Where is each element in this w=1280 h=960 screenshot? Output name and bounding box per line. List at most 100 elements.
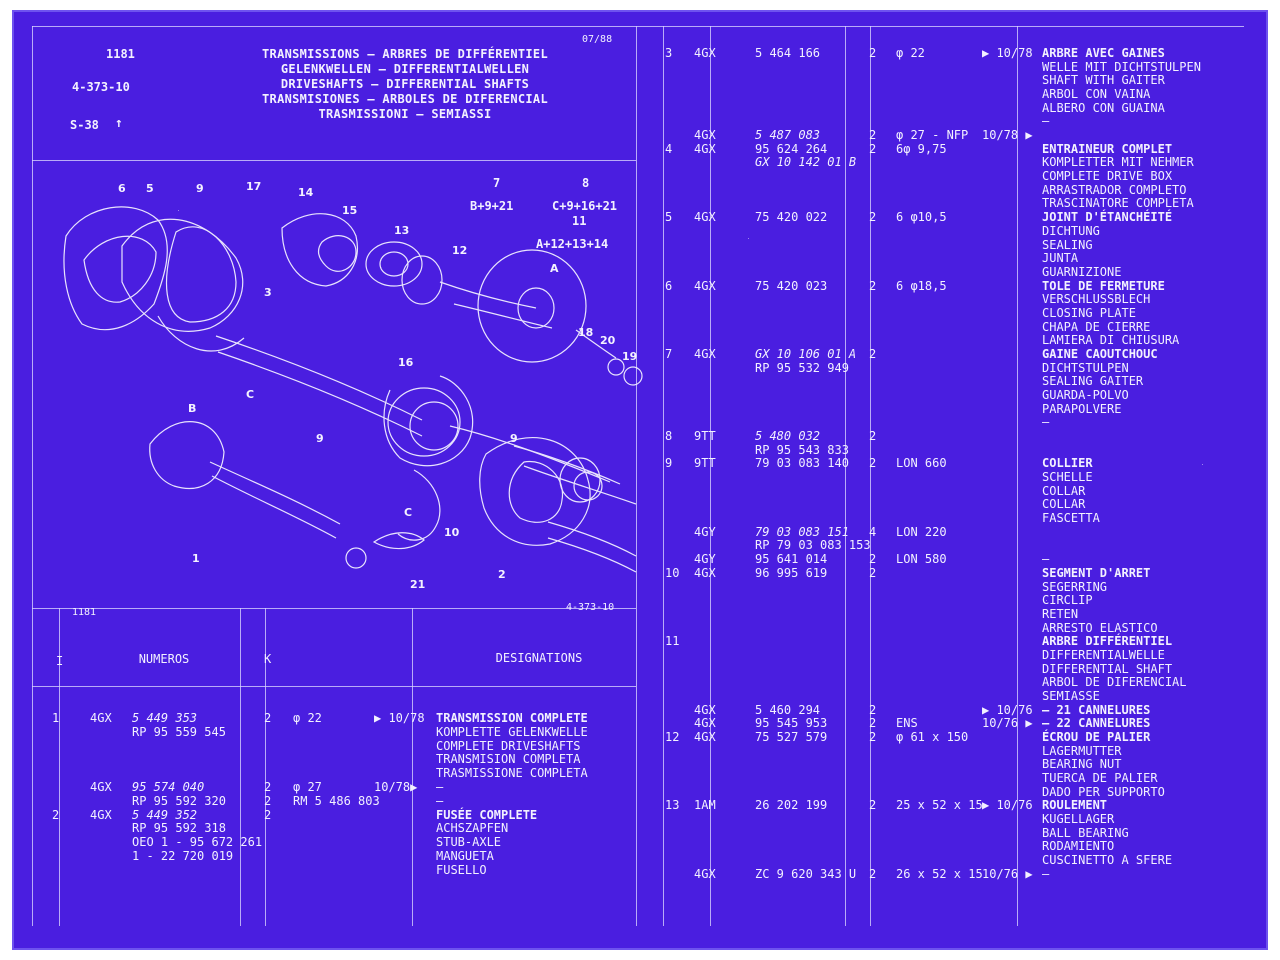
part-designation: GUARDA-POLVO xyxy=(1042,388,1129,402)
part-prefix: 4GY xyxy=(694,524,716,539)
part-designation: TUERCA DE PALIER xyxy=(1042,771,1158,786)
row-index: 13 xyxy=(665,798,680,813)
part-prefix: 4GX xyxy=(90,807,112,822)
part-quantity: 2 xyxy=(869,798,877,813)
row-index: 2 xyxy=(52,807,60,822)
part-designation: VERSCHLUSSBLECH xyxy=(1042,292,1151,307)
part-designation: FUSÉE COMPLETE xyxy=(436,807,538,822)
part-designation: SEGMENT D'ARRET xyxy=(1042,565,1151,580)
part-designation: GAINE CAOUTCHOUC xyxy=(1042,346,1158,361)
part-designation: ACHSZAPFEN xyxy=(436,821,509,836)
part-designation: RODAMIENTO xyxy=(1042,839,1115,854)
part-designation: – 21 CANNELURES xyxy=(1042,702,1151,717)
part-designation: ÉCROU DE PALIER xyxy=(1042,730,1151,744)
row-index: 1 xyxy=(52,711,60,725)
title-fr: TRANSMISSIONS – ARBRES DE DIFFÉRENTIEL xyxy=(262,47,548,61)
part-number: GX 10 142 01 B xyxy=(755,155,857,170)
part-designation: COLLIER xyxy=(1042,456,1093,471)
part-prefix: 4GY xyxy=(694,552,716,567)
part-designation: LAGERMUTTER xyxy=(1042,743,1122,758)
part-spec: LON 580 xyxy=(896,552,947,567)
diagram-callout-21: 21 xyxy=(410,578,425,591)
revision-date: 07/88 xyxy=(582,34,613,45)
diagram-callout-B: B xyxy=(188,402,196,415)
film-speckle xyxy=(1202,464,1203,465)
row-index: 8 xyxy=(665,429,673,444)
part-designation: ENTRAINEUR COMPLET xyxy=(1042,141,1173,156)
part-designation: TOLE DE FERMETURE xyxy=(1042,278,1165,293)
part-number: 75 420 023 xyxy=(755,278,828,293)
part-prefix: 4GX xyxy=(694,278,716,293)
part-number: 95 641 014 xyxy=(755,552,828,567)
part-spec: RM 5 486 803 xyxy=(293,793,380,808)
part-designation: PARAPOLVERE xyxy=(1042,401,1122,416)
part-prefix: 4GX xyxy=(694,46,716,60)
part-designation: KUGELLAGER xyxy=(1042,812,1115,827)
part-quantity: 2 xyxy=(869,429,877,444)
part-designation: TRASCINATORE COMPLETA xyxy=(1042,196,1194,211)
part-date: 10/76 ▶ xyxy=(982,716,1033,731)
film-speckle xyxy=(1046,600,1047,601)
part-number: RP 95 532 949 xyxy=(755,360,849,375)
part-number: 95 545 953 xyxy=(755,716,828,731)
part-designation: CHAPA DE CIERRE xyxy=(1042,319,1151,334)
part-designation: – xyxy=(1042,552,1050,567)
part-spec: 6φ 9,75 xyxy=(896,141,947,156)
row-index: 11 xyxy=(665,634,680,649)
part-quantity: 2 xyxy=(264,780,272,794)
part-quantity: 2 xyxy=(869,278,877,293)
part-designation: CUSCINETTO A SFERE xyxy=(1042,853,1173,868)
part-quantity: 2 xyxy=(869,346,877,361)
diagram-callout-10: 10 xyxy=(444,526,460,539)
part-quantity: 2 xyxy=(869,141,877,156)
part-number: 5 460 294 xyxy=(755,702,821,717)
row-index: 6 xyxy=(665,278,673,293)
part-designation: FASCETTA xyxy=(1042,511,1100,526)
part-prefix: 4GX xyxy=(694,141,716,156)
part-number: 26 202 199 xyxy=(755,798,828,813)
part-number: 96 995 619 xyxy=(755,565,828,580)
part-prefix: 4GX xyxy=(694,565,716,580)
part-number: RP 95 592 318 xyxy=(132,821,226,836)
diagram-callout-9: 9 xyxy=(196,182,204,195)
part-number: 5 449 353 xyxy=(132,711,198,725)
part-date: ▶ 10/76 xyxy=(982,798,1033,813)
part-date: ▶ 10/76 xyxy=(982,702,1033,717)
part-spec: LON 660 xyxy=(896,456,947,471)
part-date: 10/78▶ xyxy=(374,780,418,794)
part-designation: DADO PER SUPPORTO xyxy=(1042,784,1165,799)
part-designation: ROULEMENT xyxy=(1042,798,1108,813)
part-spec: LON 220 xyxy=(896,524,947,539)
part-designation: TRANSMISSION COMPLETE xyxy=(436,711,588,725)
part-designation: COLLAR xyxy=(1042,497,1086,512)
part-quantity: 2 xyxy=(869,866,877,881)
part-designation: KOMPLETTE GELENKWELLE xyxy=(436,724,588,739)
sheet-number: S-38 xyxy=(70,118,99,132)
part-quantity: 4 xyxy=(869,524,877,539)
diagram-callout-6: 6 xyxy=(118,182,126,195)
part-designation: WELLE MIT DICHTSTULPEN xyxy=(1042,59,1201,74)
diagram-callout-A: A xyxy=(550,262,559,275)
group-8-number: 8 xyxy=(582,176,590,190)
part-prefix: 4GX xyxy=(694,128,716,143)
part-designation: COMPLETE DRIVESHAFTS xyxy=(436,738,581,753)
sheet-frame xyxy=(32,26,1258,940)
part-number: RP 95 592 320 xyxy=(132,793,226,808)
part-spec: φ 61 x 150 xyxy=(896,730,969,744)
catalog-sheet: 1181 4-373-10 S-38 ↑ 07/88 TRANSMISSIONS… xyxy=(12,10,1268,950)
part-prefix: 4GX xyxy=(90,711,112,725)
diagram-callout-18: 18 xyxy=(578,326,593,339)
group-11-number: 11 xyxy=(572,214,587,228)
part-number: 79 03 083 140 xyxy=(755,456,849,471)
diagram-callout-20: 20 xyxy=(600,334,616,347)
part-designation: – xyxy=(1042,114,1050,129)
part-designation: TRASMISSIONE COMPLETA xyxy=(436,766,588,781)
title-de: GELENKWELLEN – DIFFERENTIALWELLEN xyxy=(280,62,530,76)
film-speckle xyxy=(178,210,179,211)
part-number: 95 624 264 xyxy=(755,141,828,156)
part-designation: JOINT D'ÉTANCHÉITÉ xyxy=(1042,210,1173,225)
part-number: 75 420 022 xyxy=(755,210,828,225)
part-designation: – xyxy=(1042,866,1050,881)
part-designation: DICHTSTULPEN xyxy=(1042,360,1129,375)
exploded-drivetrain-diagram: 6 5 9 17 14 15 13 12 A 3 18 20 19 16 B C… xyxy=(50,162,650,607)
